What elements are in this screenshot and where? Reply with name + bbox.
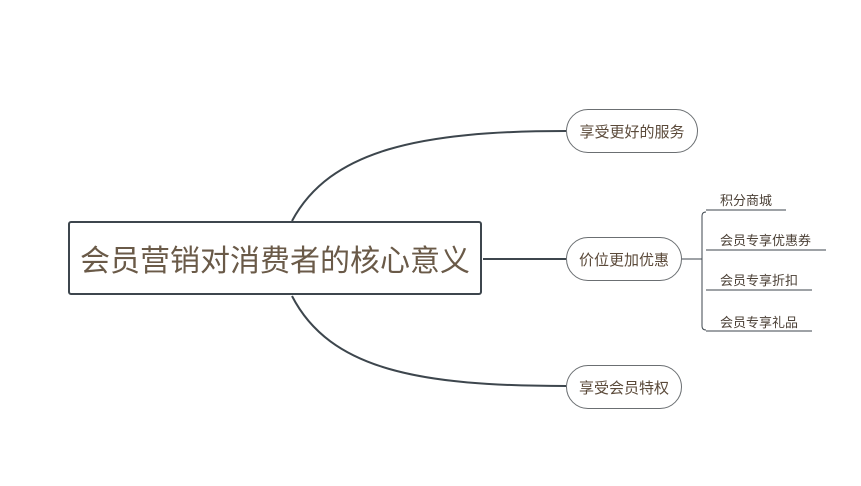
topic-label: 价位更加优惠 <box>578 250 669 269</box>
central-topic-label: 会员营销对消费者的核心意义 <box>80 244 470 279</box>
edge-root-to-privilege <box>291 295 567 387</box>
subtopic-member-gifts[interactable]: 会员专享礼品 <box>720 316 799 331</box>
edge-root-to-service <box>291 130 567 222</box>
topic-member-privileges[interactable]: 享受会员特权 <box>566 365 682 409</box>
topic-better-price[interactable]: 价位更加优惠 <box>566 237 682 281</box>
topic-better-service[interactable]: 享受更好的服务 <box>566 109 698 153</box>
edge-sub-bracket <box>701 211 707 331</box>
subtopic-points-mall[interactable]: 积分商城 <box>720 194 773 209</box>
subtopic-member-coupons[interactable]: 会员专享优惠券 <box>720 234 812 249</box>
subtopic-member-discount[interactable]: 会员专享折扣 <box>720 274 799 289</box>
topic-label: 享受更好的服务 <box>579 122 685 141</box>
topic-label: 享受会员特权 <box>578 378 669 397</box>
central-topic[interactable]: 会员营销对消费者的核心意义 <box>68 221 482 295</box>
